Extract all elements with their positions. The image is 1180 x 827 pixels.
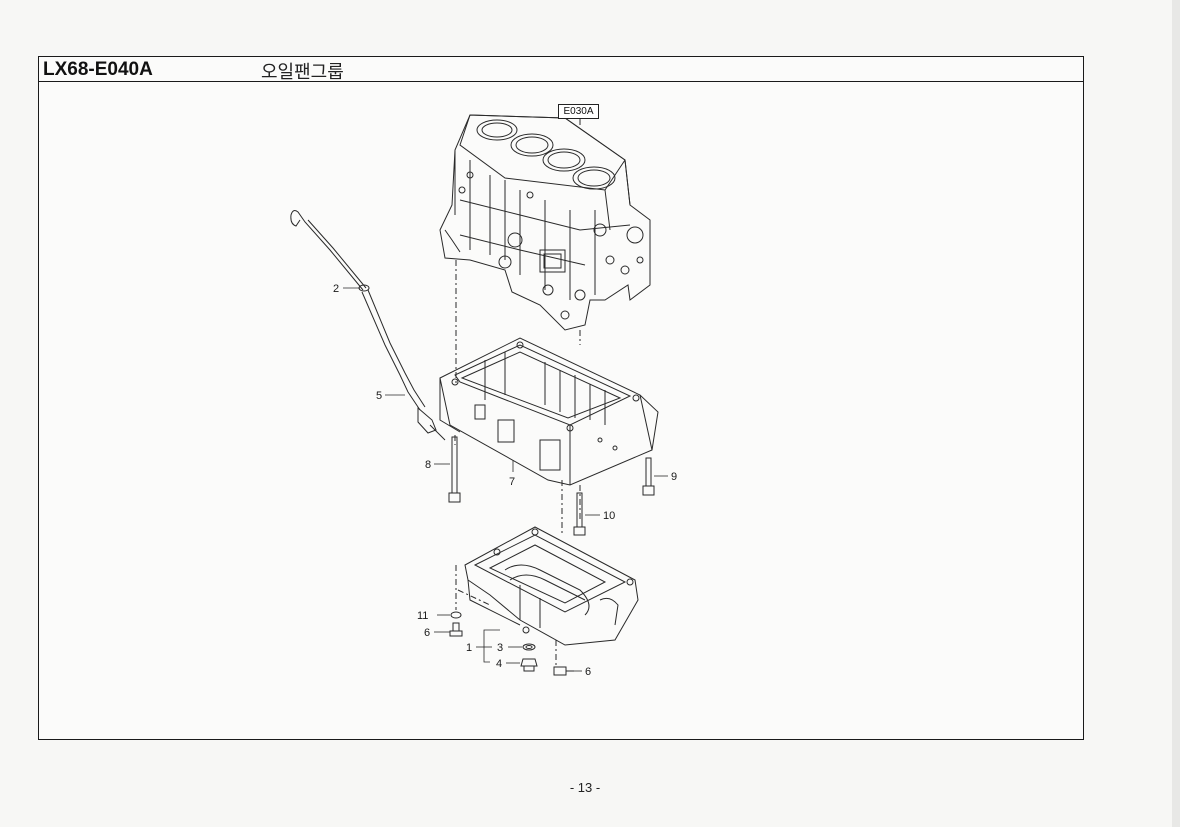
callout-7: 7 [509,476,515,488]
engine-block [439,112,651,331]
page-number: - 13 - [569,780,601,795]
washer-11 [450,611,462,619]
title-bar: LX68-E040A 오일팬그룹 [39,57,1083,83]
callout-8: 8 [425,459,431,471]
callout-3: 3 [497,642,503,654]
bolt-6-left [449,622,463,637]
callout-10: 10 [603,510,615,522]
callout-4: 4 [496,658,502,670]
callout-6-right: 6 [585,666,591,678]
group-name: 오일팬그룹 [261,62,344,83]
gasket-3 [522,643,536,651]
callout-11: 11 [417,610,428,622]
callout-1: 1 [466,642,472,654]
dipstick [290,210,370,292]
bolt-10 [573,492,586,536]
oil-pan-lower [464,526,639,646]
group-code: LX68-E040A [43,59,153,80]
callout-labels: 2 5 8 7 9 10 11 6 1 3 4 6 [333,283,677,678]
callout-9: 9 [671,471,677,483]
diagram-frame: LX68-E040A 오일팬그룹 [38,56,1084,740]
bolt-8 [448,436,461,503]
bolt-9 [642,457,655,496]
callout-2: 2 [333,283,339,295]
oil-pan-upper [439,337,659,486]
leader-lines [343,287,668,672]
callout-5: 5 [376,390,382,402]
scan-edge [1172,0,1180,827]
plug-4 [520,658,538,672]
callout-6-left: 6 [424,627,430,639]
dipstick-guide [361,289,446,441]
reference-tag: E030A [558,104,599,119]
